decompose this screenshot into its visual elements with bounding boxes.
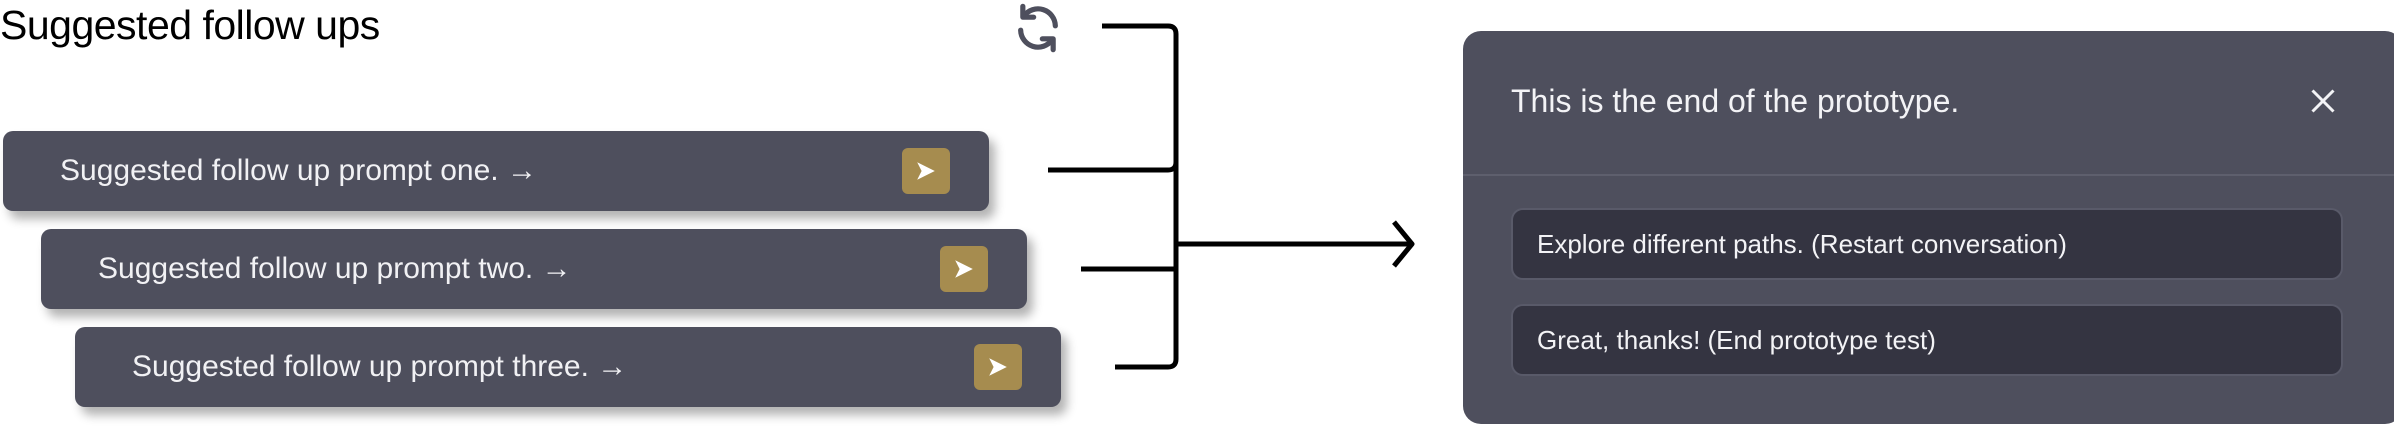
prompt-label: Suggested follow up prompt three. → <box>132 350 628 383</box>
send-arrow-icon[interactable] <box>974 344 1022 390</box>
dialog-title: This is the end of the prototype. <box>1511 83 1960 119</box>
close-icon[interactable] <box>2305 83 2341 119</box>
suggested-prompt-one[interactable]: Suggested follow up prompt one. → <box>3 131 989 211</box>
suggested-prompt-three[interactable]: Suggested follow up prompt three. → <box>75 327 1061 407</box>
prompt-label: Suggested follow up prompt two. → <box>98 252 572 285</box>
section-title: Suggested follow ups <box>0 2 380 48</box>
option-label: Great, thanks! (End prototype test) <box>1537 324 1936 355</box>
send-arrow-icon[interactable] <box>902 148 950 194</box>
option-label: Explore different paths. (Restart conver… <box>1537 228 2067 259</box>
send-arrow-icon[interactable] <box>940 246 988 292</box>
refresh-icon[interactable] <box>1012 2 1064 54</box>
arrow-head-icon <box>1392 220 1415 268</box>
end-prototype-test-button[interactable]: Great, thanks! (End prototype test) <box>1511 304 2343 376</box>
end-of-prototype-dialog: This is the end of the prototype. Explor… <box>1463 31 2394 424</box>
suggested-prompt-two[interactable]: Suggested follow up prompt two. → <box>41 229 1027 309</box>
dialog-header: This is the end of the prototype. <box>1463 31 2394 176</box>
restart-conversation-button[interactable]: Explore different paths. (Restart conver… <box>1511 208 2343 280</box>
prompt-label: Suggested follow up prompt one. → <box>60 154 537 187</box>
